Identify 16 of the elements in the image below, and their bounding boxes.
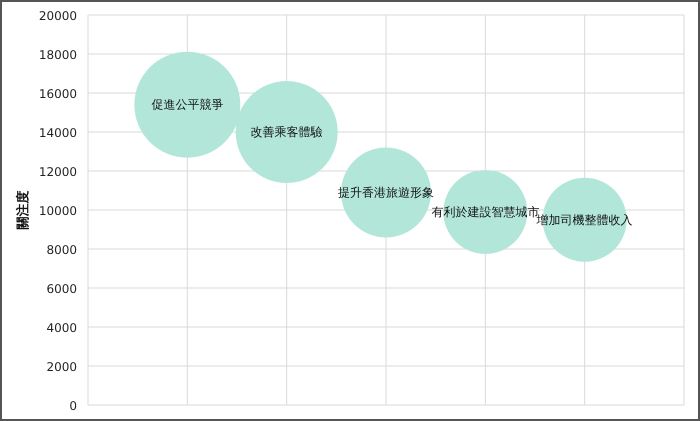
axis-tick-label: 0	[69, 399, 77, 413]
axis-tick-label: 4000	[46, 321, 77, 335]
axis-tick-label: 20000	[38, 9, 77, 23]
axis-tick-label: 14000	[38, 126, 77, 140]
axis-tick-label: 18000	[38, 48, 77, 62]
data-label: 提升香港旅遊形象	[338, 185, 434, 200]
axis-tick-label: 8000	[46, 243, 77, 257]
axis-tick-label: 6000	[46, 282, 77, 296]
axis-title: 關注度	[16, 190, 31, 230]
data-label: 增加司機整體收入	[536, 212, 633, 227]
axis-tick-label: 16000	[38, 87, 77, 101]
axis-tick-label: 10000	[38, 204, 77, 218]
axis-tick-label: 2000	[46, 360, 77, 374]
axis-tick-label: 12000	[38, 165, 77, 179]
data-label: 改善乘客體驗	[250, 125, 323, 139]
data-label: 促進公平競爭	[151, 98, 224, 112]
